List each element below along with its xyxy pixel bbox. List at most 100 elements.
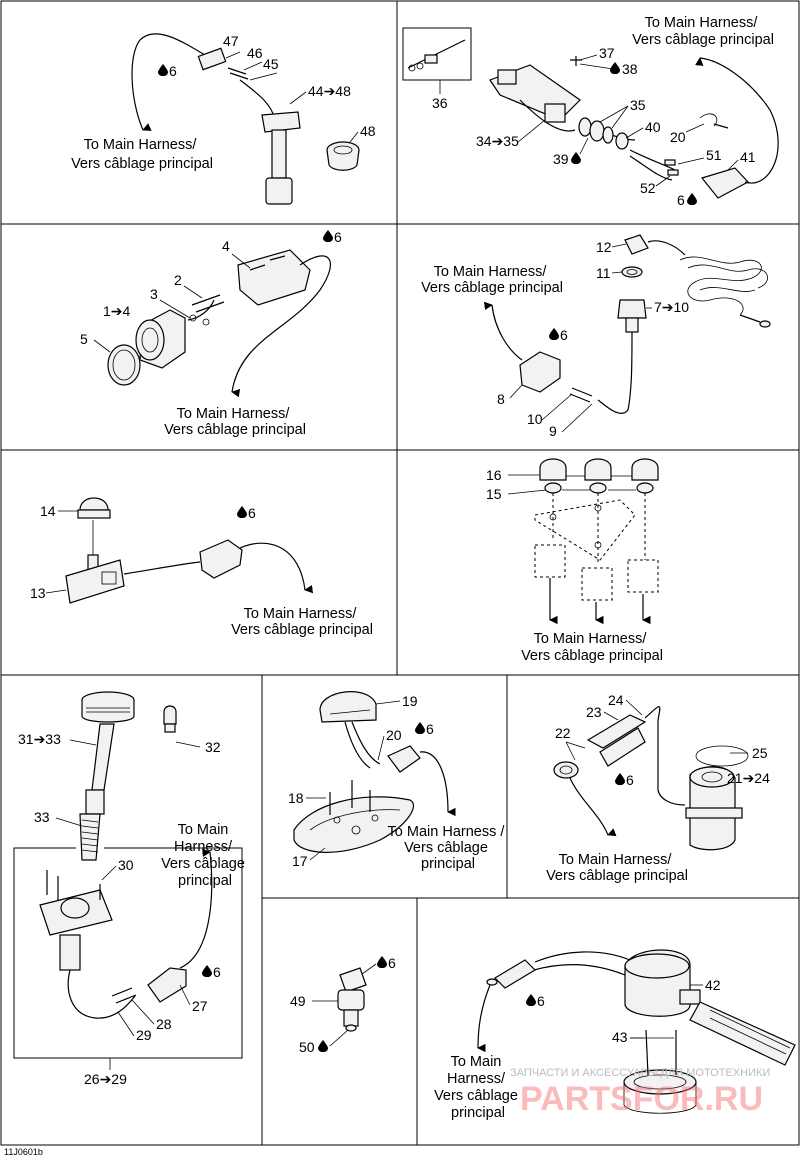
callout: 19 [402,693,418,709]
callout: 8 [497,391,505,407]
callout: 7➔10 [654,299,689,315]
panel-temp-sensor: 6 49 50 [290,955,396,1055]
callout: 32 [205,739,221,755]
callout: 31➔33 [18,731,61,747]
harness-label: To Main Harness/ Vers câblage principal [521,631,663,664]
callout: 39 [553,151,569,167]
nut-stack [578,117,629,150]
oil-drop-icon [158,64,168,76]
callout: 34➔35 [476,133,519,149]
callout: 24 [608,692,624,708]
callout: 44➔48 [308,83,351,99]
panel-push-switch: 14 6 13 To Main Harness/ Vers câblage pr… [30,497,373,638]
callout: 47 [223,33,239,49]
callout: 25 [752,745,768,761]
harness-label: To Main Harness/ Vers câblage principal [434,1054,522,1121]
oil-drop-icon [610,62,620,74]
callout: 33 [34,809,50,825]
harness-label: To Main Harness/ Vers câblage principal [546,852,688,884]
callout: 40 [645,119,661,135]
callout: 41 [740,149,756,165]
oil-drop-icon [615,773,625,785]
callout: 4 [222,238,230,254]
callout: 52 [640,180,656,196]
callout: 2 [174,272,182,288]
callout: 26➔29 [84,1071,127,1087]
panel-navigation-light: 31➔33 32 33 30 6 27 28 29 26➔29 To Main … [13,691,249,1087]
callout: 6 [677,192,685,208]
harness-label: To Main Harness/ Vers câblage principal [161,822,249,889]
callout: 3 [150,286,158,302]
knob-3 [631,458,659,494]
callout: 9 [549,423,557,439]
callout: 36 [432,95,448,111]
harness-label: To Main Harness/ Vers câblage principal [231,606,373,638]
callout: 6 [248,505,256,521]
callout: 15 [486,486,502,502]
watermark-tagline: ЗАПЧАСТИ И АКСЕССУАРЫ ДЛЯ МОТОТЕХНИКИ [510,1067,770,1079]
oil-drop-icon [415,722,425,734]
callout: 14 [40,503,56,519]
watermark-brand: PARTSFOR.RU [520,1080,763,1118]
oil-drop-icon [549,328,559,340]
panel-stern-light: 19 20 6 18 17 To Main Harness / Vers câb… [288,691,505,872]
callout: 6 [626,772,634,788]
panel-rocker-switches: 16 15 To Main Harness/ Vers câblage prin… [486,458,663,664]
oil-drop-icon [237,506,247,518]
callout: 45 [263,56,279,72]
callout: 22 [555,725,571,741]
harness-label: To Main Harness/ Vers câblage principal [632,15,774,48]
callout: 21➔24 [727,770,770,786]
callout: 38 [622,61,638,77]
oil-drop-icon [323,230,333,242]
callout: 29 [136,1027,152,1043]
harness-label: To Main Harness/ Vers câblage principal [421,264,563,296]
callout: 6 [560,327,568,343]
knob-2 [584,458,612,494]
panel-coiled-cable: 12 11 7➔10 6 8 10 9 To Main Harness/ Ver… [421,234,771,439]
callout: 6 [169,63,177,79]
callout: 37 [599,45,615,61]
panel-fuel-sensor: 47 46 45 44➔48 48 6 To Main Harness/ Ver… [71,33,376,205]
callout: 23 [586,704,602,720]
callout: 18 [288,790,304,806]
panel-receptacle: 4 6 2 3 1➔4 5 To Main Harness/ Vers câbl… [80,229,342,438]
oil-drop-icon [318,1040,328,1052]
callout: 30 [118,857,134,873]
callout: 17 [292,853,308,869]
figure-code: 11J0601b [4,1147,43,1157]
callout: 11 [596,265,611,281]
callout: 1➔4 [103,303,131,319]
callout: 35 [630,97,646,113]
callout: 48 [360,123,376,139]
callout: 50 [299,1039,315,1055]
callout: 20 [386,727,402,743]
callout: 10 [527,411,543,427]
harness-label: To Main Harness/ Vers câblage principal [71,137,213,172]
knob-1 [539,458,567,494]
panel-horn: 24 23 22 25 21➔24 6 To Main Harness/ Ver… [546,692,770,884]
callout: 6 [334,229,342,245]
callout: 16 [486,467,502,483]
oil-drop-icon [202,965,212,977]
oil-drop-icon [526,994,536,1006]
callout: 6 [388,955,396,971]
callout: 13 [30,585,46,601]
callout: 6 [213,964,221,980]
callout: 42 [705,977,721,993]
oil-drop-icon [571,152,581,164]
callout: 46 [247,45,263,61]
harness-label: To Main Harness/ Vers câblage principal [164,406,306,438]
coiled-cord [679,256,768,316]
callout: 51 [706,147,722,163]
callout: 6 [426,721,434,737]
callout: 43 [612,1029,628,1045]
oil-drop-icon [687,193,697,205]
callout: 5 [80,331,88,347]
callout: 27 [192,998,208,1014]
watermark: ЗАПЧАСТИ И АКСЕССУАРЫ ДЛЯ МОТОТЕХНИКИ PA… [510,1067,770,1118]
callout: 28 [156,1016,172,1032]
callout: 49 [290,993,306,1009]
